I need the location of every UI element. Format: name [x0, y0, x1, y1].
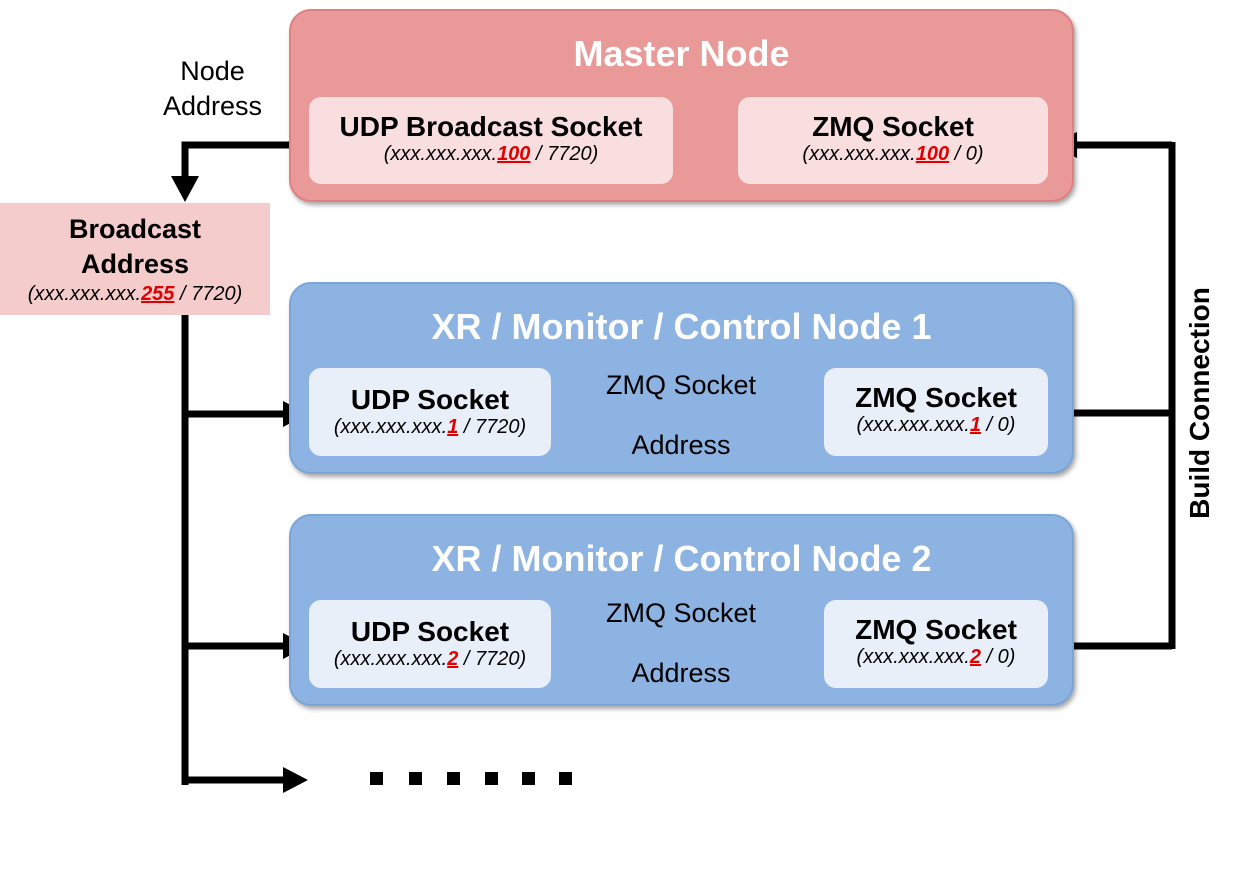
master-udp-broadcast-socket: UDP Broadcast Socket (xxx.xxx.xxx.100 / …	[309, 97, 673, 184]
socket-address: (xxx.xxx.xxx.1 / 7720)	[333, 416, 527, 438]
socket-title: UDP Broadcast Socket	[339, 111, 643, 142]
client-udp-socket: UDP Socket (xxx.xxx.xxx.1 / 7720)	[309, 368, 551, 456]
socket-address: (xxx.xxx.xxx.2 / 0)	[856, 646, 1016, 668]
arrow-label-top: ZMQ Socket	[605, 598, 757, 628]
socket-title: ZMQ Socket	[812, 111, 974, 142]
host-highlight: 100	[915, 143, 950, 165]
client-node-1: XR / Monitor / Control Node 1 UDP Socket…	[289, 282, 1074, 474]
client-node-2: XR / Monitor / Control Node 2 UDP Socket…	[289, 514, 1074, 706]
client-zmq-socket: ZMQ Socket (xxx.xxx.xxx.2 / 0)	[824, 600, 1048, 688]
arrowhead-down	[171, 176, 199, 202]
arrow-label-bottom: Address	[631, 430, 731, 460]
socket-title: UDP Socket	[350, 384, 510, 415]
host-highlight: 2	[447, 648, 459, 670]
broadcast-address: (xxx.xxx.xxx.255 / 7720)	[27, 283, 243, 305]
host-highlight: 1	[969, 414, 981, 436]
master-node-title: Master Node	[573, 33, 790, 74]
client-udp-socket: UDP Socket (xxx.xxx.xxx.2 / 7720)	[309, 600, 551, 688]
client-node-title: XR / Monitor / Control Node 2	[431, 538, 932, 579]
host-highlight: 2	[969, 646, 981, 668]
master-zmq-socket: ZMQ Socket (xxx.xxx.xxx.100 / 0)	[738, 97, 1048, 184]
host-highlight: 255	[141, 283, 175, 305]
socket-address: (xxx.xxx.xxx.100 / 7720)	[383, 143, 599, 165]
arrow-label-top: ZMQ Socket	[605, 370, 757, 400]
host-highlight: 100	[497, 143, 531, 165]
client-node-title: XR / Monitor / Control Node 1	[431, 306, 932, 347]
socket-title: ZMQ Socket	[855, 614, 1017, 645]
socket-address: (xxx.xxx.xxx.100 / 0)	[802, 143, 984, 165]
master-node: Master Node UDP Broadcast Socket (xxx.xx…	[289, 9, 1074, 202]
socket-title: UDP Socket	[350, 616, 510, 647]
broadcast-address-box: Broadcast Address (xxx.xxx.xxx.255 / 772…	[0, 203, 270, 315]
build-connection-label: Build Connection	[1184, 286, 1215, 519]
arrowhead-right	[283, 767, 308, 793]
client-zmq-socket: ZMQ Socket (xxx.xxx.xxx.1 / 0)	[824, 368, 1048, 456]
broadcast-title-line1: Broadcast	[68, 214, 202, 244]
socket-title: ZMQ Socket	[855, 382, 1017, 413]
broadcast-title-line2: Address	[80, 249, 190, 279]
node-address-label: Node Address	[162, 56, 263, 121]
host-highlight: 1	[447, 416, 459, 438]
socket-address: (xxx.xxx.xxx.2 / 7720)	[333, 648, 527, 670]
socket-address: (xxx.xxx.xxx.1 / 0)	[856, 414, 1016, 436]
arrow-label-bottom: Address	[631, 658, 731, 688]
